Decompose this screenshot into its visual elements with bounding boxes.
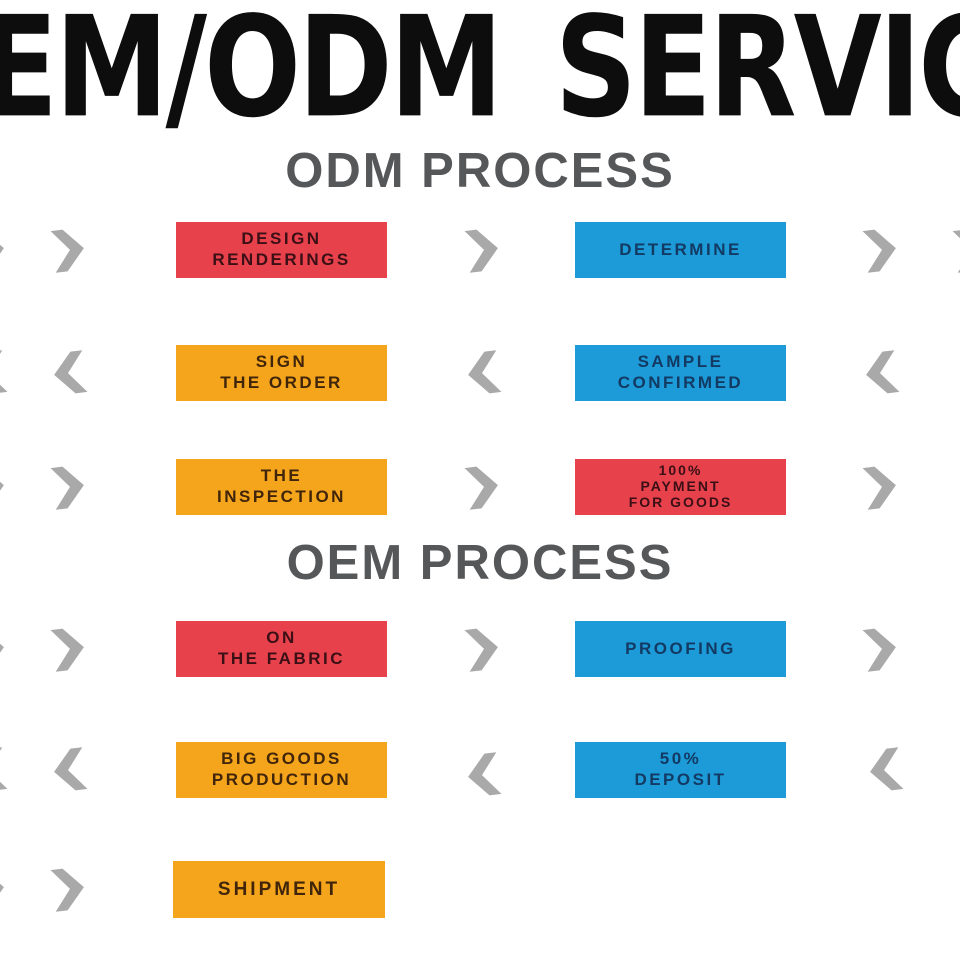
chevron-left-icon bbox=[47, 745, 90, 795]
chevron-left-icon bbox=[859, 348, 902, 398]
chevron-right-icon bbox=[859, 225, 902, 275]
step-line: 50% bbox=[659, 749, 702, 769]
step-line: INSPECTION bbox=[217, 487, 346, 506]
page-title: OEM/ODM SERVICE bbox=[0, 0, 960, 149]
step-line: DETERMINE bbox=[619, 239, 742, 259]
chevron-left-icon bbox=[47, 348, 90, 398]
chevron-left-icon bbox=[863, 745, 906, 795]
chevron-right-icon bbox=[47, 624, 90, 674]
step-line: THE FABRIC bbox=[218, 649, 345, 668]
step-line: SIGN bbox=[255, 352, 308, 372]
step-shipment: SHIPMENT bbox=[173, 861, 385, 918]
chevron-right-icon bbox=[0, 462, 11, 512]
step-line: SHIPMENT bbox=[217, 878, 341, 900]
step-design-renderings: DESIGN RENDERINGS bbox=[176, 222, 387, 278]
step-line: CONFIRMED bbox=[617, 373, 744, 392]
chevron-left-icon bbox=[0, 348, 11, 398]
chevron-right-icon bbox=[0, 225, 11, 275]
chevron-right-icon bbox=[47, 225, 90, 275]
step-line: 100% bbox=[658, 462, 703, 479]
step-line: DESIGN bbox=[241, 229, 322, 249]
step-line: DEPOSIT bbox=[634, 770, 727, 789]
step-determine: DETERMINE bbox=[575, 222, 786, 278]
step-on-the-fabric: ON THE FABRIC bbox=[176, 621, 387, 677]
step-the-inspection: THE INSPECTION bbox=[176, 459, 387, 515]
chevron-right-icon bbox=[0, 624, 11, 674]
chevron-right-icon bbox=[47, 864, 90, 914]
step-line: THE bbox=[260, 466, 303, 486]
step-line: BIG GOODS bbox=[221, 749, 342, 769]
step-line: PRODUCTION bbox=[211, 770, 352, 789]
chevron-right-icon bbox=[461, 462, 504, 512]
chevron-left-icon bbox=[461, 750, 504, 800]
step-line: RENDERINGS bbox=[212, 250, 351, 269]
step-sample-confirmed: SAMPLE CONFIRMED bbox=[575, 345, 786, 401]
chevron-right-icon bbox=[949, 225, 960, 275]
chevron-left-icon bbox=[0, 745, 11, 795]
step-100-payment-for-goods: 100% PAYMENT FOR GOODS bbox=[575, 459, 786, 515]
step-sign-the-order: SIGN THE ORDER bbox=[176, 345, 387, 401]
chevron-right-icon bbox=[47, 462, 90, 512]
step-line: FOR GOODS bbox=[628, 493, 733, 510]
step-line: SAMPLE bbox=[637, 352, 724, 372]
step-50-deposit: 50% DEPOSIT bbox=[575, 742, 786, 798]
chevron-left-icon bbox=[461, 348, 504, 398]
step-line: ON bbox=[266, 628, 297, 648]
chevron-right-icon bbox=[859, 624, 902, 674]
oem-process-heading: OEM PROCESS bbox=[286, 536, 674, 590]
odm-process-heading: ODM PROCESS bbox=[285, 144, 675, 198]
chevron-right-icon bbox=[461, 624, 504, 674]
step-big-goods-production: BIG GOODS PRODUCTION bbox=[176, 742, 387, 798]
chevron-right-icon bbox=[0, 864, 11, 914]
step-proofing: PROOFING bbox=[575, 621, 786, 677]
step-line: THE ORDER bbox=[220, 373, 343, 392]
step-line: PAYMENT bbox=[640, 478, 721, 495]
chevron-right-icon bbox=[461, 225, 504, 275]
chevron-right-icon bbox=[859, 462, 902, 512]
step-line: PROOFING bbox=[625, 638, 736, 658]
